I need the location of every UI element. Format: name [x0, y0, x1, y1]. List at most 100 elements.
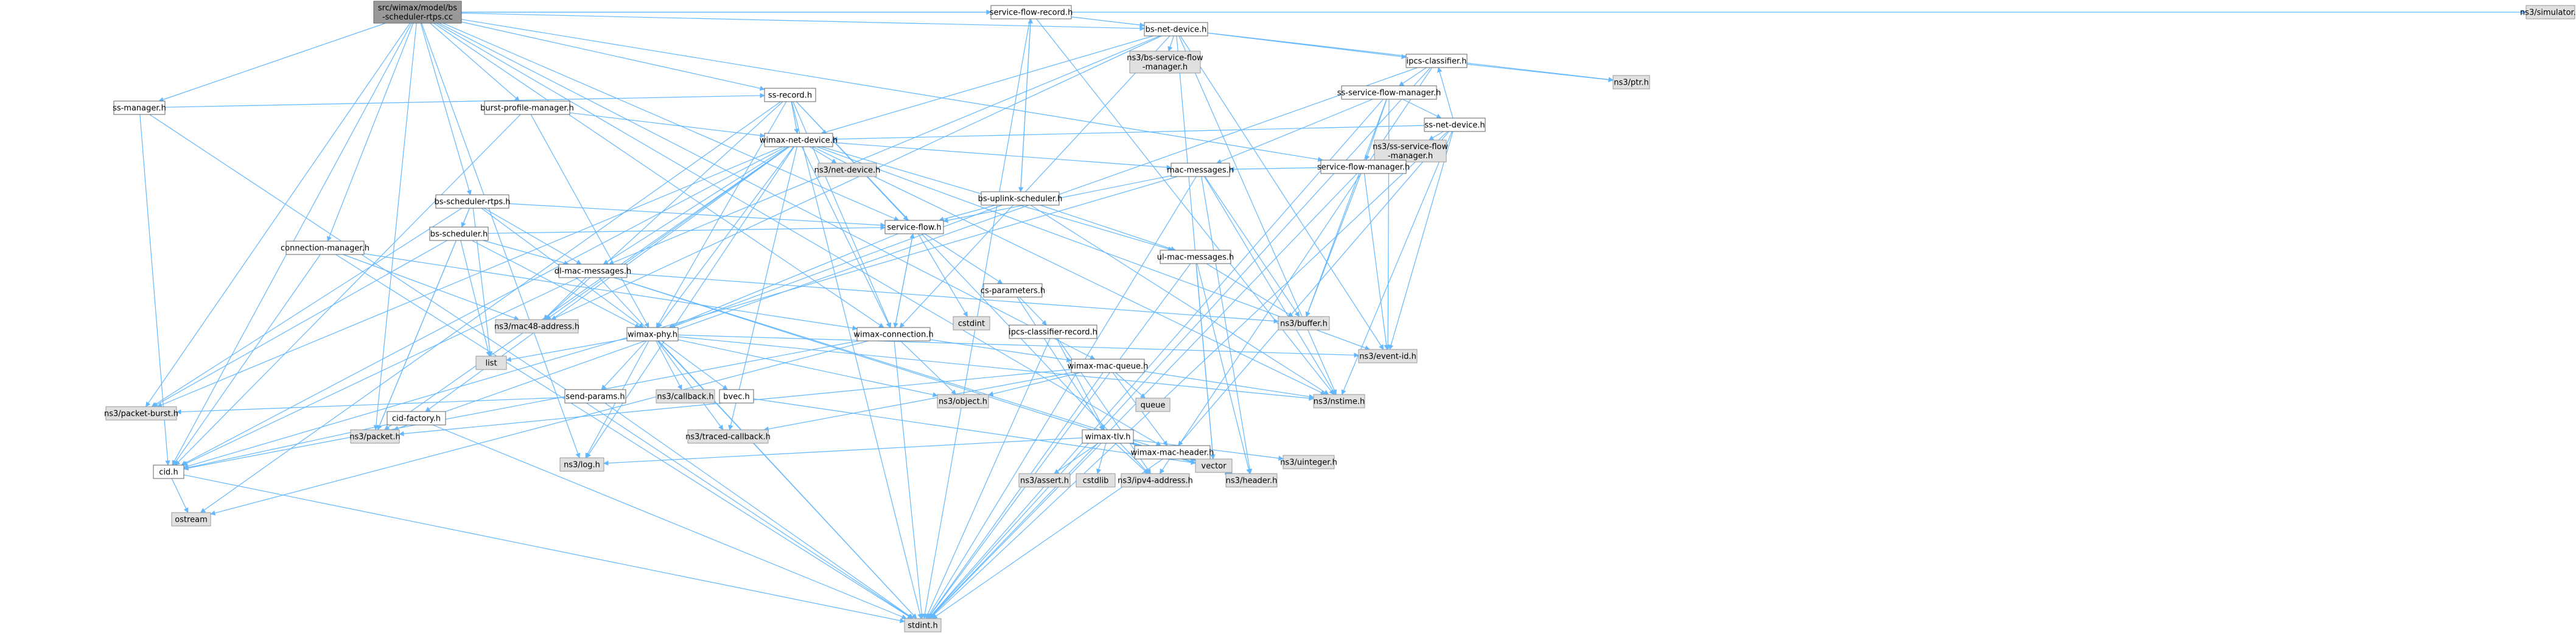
- edge-wimax-phy-to-traced-callback: [657, 340, 724, 430]
- edge-ss-net-device-to-stdint: [929, 131, 1448, 619]
- node-header[interactable]: ns3/header.h: [1225, 473, 1278, 488]
- node-label: ss-manager.h: [113, 104, 166, 113]
- node-box: [1374, 139, 1447, 163]
- node-ss-net-device[interactable]: ss-net-device.h: [1424, 117, 1486, 132]
- node-root[interactable]: src/wimax/model/bs-scheduler-rtps.cc: [373, 1, 462, 24]
- node-list[interactable]: list: [475, 356, 507, 370]
- node-event-id[interactable]: ns3/event-id.h: [1358, 349, 1418, 363]
- edge-bs-scheduler-to-service-flow: [488, 225, 886, 234]
- node-wimax-tlv[interactable]: wimax-tlv.h: [1082, 429, 1134, 444]
- node-ul-mac-messages[interactable]: ul-mac-messages.h: [1157, 250, 1234, 264]
- node-send-params[interactable]: send-params.h: [564, 389, 626, 404]
- node-net-device[interactable]: ns3/net-device.h: [814, 163, 881, 177]
- node-cs-parameters[interactable]: cs-parameters.h: [981, 283, 1045, 298]
- node-label: ns3/nstime.h: [1314, 398, 1365, 407]
- node-service-flow-record[interactable]: service-flow-record.h: [990, 5, 1073, 19]
- node-bs-scheduler-rtps[interactable]: bs-scheduler-rtps.h: [434, 194, 511, 209]
- edge-ss-net-device-to-ss-service-flow-manager-ext: [1428, 131, 1444, 141]
- edge-ss-manager-to-stdint: [149, 114, 914, 619]
- node-queue[interactable]: queue: [1135, 398, 1171, 412]
- node-label: burst-profile-manager.h: [480, 104, 574, 113]
- node-box: [387, 411, 446, 426]
- node-box: [113, 100, 166, 115]
- node-ipcs-classifier[interactable]: ipcs-classifier.h: [1405, 54, 1468, 68]
- node-wimax-phy[interactable]: wimax-phy.h: [626, 327, 679, 342]
- node-service-flow[interactable]: service-flow.h: [884, 220, 944, 234]
- edge-connection-manager-to-cid: [173, 254, 321, 466]
- node-uinteger[interactable]: ns3/uinteger.h: [1280, 455, 1337, 469]
- edge-cs-parameters-to-ipcs-classifier-record: [1019, 296, 1047, 326]
- node-wimax-connection[interactable]: wimax-connection.h: [853, 327, 934, 342]
- node-cstdint[interactable]: cstdint: [953, 316, 990, 331]
- node-bs-service-flow-manager[interactable]: ns3/bs-service-flow-manager.h: [1127, 51, 1203, 74]
- node-callback[interactable]: ns3/callback.h: [656, 389, 715, 404]
- node-dl-mac-messages[interactable]: dl-mac-messages.h: [555, 264, 632, 278]
- node-label: cstdlib: [1083, 477, 1109, 486]
- node-cid[interactable]: cid.h: [153, 464, 184, 479]
- node-label: ns3/simulator.h: [2520, 9, 2576, 18]
- edge-root-to-ss-manager: [158, 23, 386, 102]
- node-ipcs-classifier-record[interactable]: ipcs-classifier-record.h: [1009, 324, 1097, 339]
- edge-root-to-bs-scheduler-rtps: [420, 23, 472, 195]
- node-label: ss-record.h: [768, 91, 812, 100]
- node-vector[interactable]: vector: [1195, 458, 1233, 473]
- node-nstime[interactable]: ns3/nstime.h: [1313, 394, 1365, 408]
- edge-wimax-net-device-to-nstime: [812, 146, 1326, 395]
- node-ss-service-flow-manager-ext[interactable]: ns3/ss-service-flow-manager.h: [1373, 139, 1448, 163]
- edge-wimax-connection-to-wimax-mac-queue: [929, 339, 1072, 363]
- node-label: service-flow-manager.h: [1317, 163, 1410, 172]
- edge-wimax-net-device-to-event-id: [816, 146, 1370, 351]
- edge-mac-messages-to-cid: [183, 176, 1178, 469]
- node-box: [1129, 51, 1201, 74]
- node-traced-callback[interactable]: ns3/traced-callback.h: [685, 429, 771, 444]
- edge-wimax-mac-queue-to-stdint: [927, 372, 1104, 619]
- node-stdint[interactable]: stdint.h: [904, 618, 942, 633]
- node-box: [687, 429, 769, 444]
- node-mac-messages[interactable]: mac-messages.h: [1167, 163, 1234, 177]
- edge-cs-parameters-to-wimax-tlv: [1017, 296, 1104, 430]
- node-connection-manager[interactable]: connection-manager.h: [281, 240, 369, 255]
- node-object[interactable]: ns3/object.h: [937, 394, 989, 408]
- node-ss-record[interactable]: ss-record.h: [764, 88, 816, 102]
- node-packet[interactable]: ns3/packet.h: [349, 429, 401, 444]
- node-cstdlib[interactable]: cstdlib: [1076, 473, 1116, 488]
- node-assert[interactable]: ns3/assert.h: [1018, 473, 1071, 488]
- edge-wimax-net-device-to-wimax-connection: [801, 146, 891, 328]
- node-ipv4-address[interactable]: ns3/ipv4-address.h: [1118, 473, 1193, 488]
- edge-wimax-mac-queue-to-object: [988, 372, 1081, 397]
- edge-ss-service-flow-manager-to-stdint: [928, 99, 1384, 619]
- edge-wimax-connection-to-ostream: [210, 340, 869, 516]
- node-simulator[interactable]: ns3/simulator.h: [2520, 5, 2576, 19]
- node-ss-manager[interactable]: ss-manager.h: [113, 100, 166, 115]
- node-bs-net-device[interactable]: bs-net-device.h: [1144, 22, 1208, 37]
- node-label: cs-parameters.h: [981, 287, 1045, 296]
- node-label: ss-net-device.h: [1424, 121, 1485, 130]
- node-buffer[interactable]: ns3/buffer.h: [1278, 316, 1330, 331]
- edge-wimax-net-device-to-cid-factory: [425, 146, 790, 412]
- node-bs-uplink-scheduler[interactable]: bs-uplink-scheduler.h: [978, 191, 1063, 206]
- edge-bs-scheduler-to-packet: [377, 240, 457, 430]
- node-bvec[interactable]: bvec.h: [719, 389, 754, 404]
- node-log[interactable]: ns3/log.h: [559, 457, 604, 472]
- node-label: ns3/header.h: [1226, 477, 1278, 486]
- edge-dl-mac-messages-to-header: [614, 277, 1231, 475]
- edge-wimax-tlv-to-ipv4-address: [1115, 443, 1149, 474]
- node-burst-profile-manager[interactable]: burst-profile-manager.h: [480, 100, 574, 115]
- node-cid-factory[interactable]: cid-factory.h: [387, 411, 446, 426]
- node-ostream[interactable]: ostream: [171, 512, 211, 527]
- node-service-flow-manager[interactable]: service-flow-manager.h: [1317, 160, 1410, 174]
- node-box: [656, 389, 715, 404]
- node-mac48-address[interactable]: ns3/mac48-address.h: [494, 319, 579, 334]
- node-label: stdint.h: [908, 622, 937, 631]
- node-ss-service-flow-manager[interactable]: ss-service-flow-manager.h: [1337, 85, 1441, 100]
- node-wimax-net-device[interactable]: wimax-net-device.h: [760, 133, 838, 147]
- node-ptr[interactable]: ns3/ptr.h: [1612, 75, 1650, 89]
- node-packet-burst[interactable]: ns3/packet-burst.h: [104, 406, 178, 421]
- node-bs-scheduler[interactable]: bs-scheduler.h: [429, 226, 489, 241]
- node-wimax-mac-header[interactable]: wimax-mac-header.h: [1131, 445, 1214, 460]
- edge-dl-mac-messages-to-buffer: [626, 273, 1279, 324]
- node-box: [1076, 473, 1116, 488]
- node-box: [1283, 455, 1335, 469]
- edge-wimax-phy-to-bvec: [661, 340, 728, 390]
- node-wimax-mac-queue[interactable]: wimax-mac-queue.h: [1068, 359, 1149, 373]
